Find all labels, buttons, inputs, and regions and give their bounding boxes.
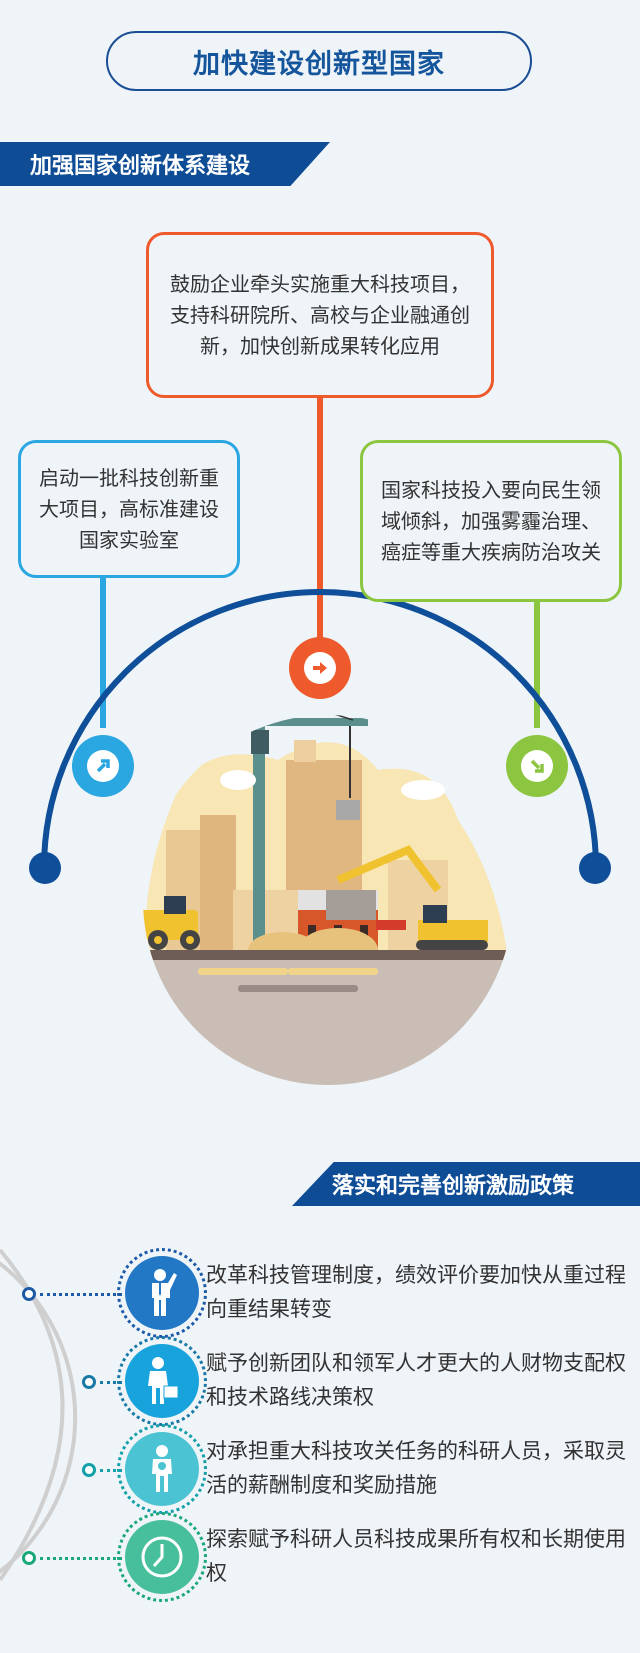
section-banner-label: 加强国家创新体系建设 (30, 154, 251, 179)
arc-endpoint-left (29, 852, 61, 884)
semicircle-arc (41, 589, 599, 869)
page-title-pill: 加快建设创新型国家 (106, 31, 532, 91)
connector-center (317, 398, 323, 648)
icon-ring (117, 1424, 207, 1514)
section-banner-incentive-policy: 落实和完善创新激励政策 (292, 1162, 640, 1206)
person-waving-icon (125, 1256, 199, 1330)
node-center (289, 637, 351, 699)
measure-box-lab: 启动一批科技创新重大项目，高标准建设国家实验室 (18, 440, 240, 578)
clock-icon (125, 1520, 199, 1594)
timeline-dot (82, 1375, 96, 1389)
section-banner-label: 落实和完善创新激励政策 (332, 1174, 575, 1199)
icon-ring (117, 1512, 207, 1602)
person-briefcase-icon (125, 1344, 199, 1418)
icon-ring (117, 1336, 207, 1426)
dotted-connector (40, 1557, 122, 1560)
timeline-dot (22, 1287, 36, 1301)
measure-text: 鼓励企业牵头实施重大科技项目，支持科研院所、高校与企业融通创新，加快创新成果转化… (170, 271, 470, 358)
node-right (506, 735, 568, 797)
policy-text: 赋予创新团队和领军人才更大的人财物支配权和技术路线决策权 (206, 1351, 626, 1409)
policy-text: 改革科技管理制度，绩效评价要加快从重过程向重结果转变 (206, 1263, 626, 1321)
policy-text: 探索赋予科研人员科技成果所有权和长期使用权 (206, 1527, 626, 1585)
page-title: 加快建设创新型国家 (193, 48, 445, 80)
measure-text: 启动一批科技创新重大项目，高标准建设国家实验室 (39, 465, 219, 552)
arrow-down-right-icon (530, 759, 544, 773)
connector-right (534, 602, 540, 728)
policy-text: 对承担重大科技攻关任务的科研人员，采取灵活的薪酬制度和奖励措施 (206, 1439, 626, 1497)
timeline-dot (22, 1551, 36, 1565)
timeline-dot (82, 1463, 96, 1477)
icon-ring (117, 1248, 207, 1338)
measure-text: 国家科技投入要向民生领域倾斜，加强雾霾治理、癌症等重大疾病防治攻关 (381, 477, 601, 564)
dotted-connector (40, 1293, 122, 1296)
connector-left (100, 578, 106, 728)
person-idea-icon (125, 1432, 199, 1506)
arrow-up-right-icon (96, 759, 110, 773)
node-left (72, 735, 134, 797)
dotted-connector (100, 1469, 122, 1472)
dotted-connector (100, 1381, 122, 1384)
section-banner-innovation-system: 加强国家创新体系建设 (0, 142, 330, 186)
arc-endpoint-right (579, 852, 611, 884)
arrow-right-icon (313, 662, 327, 674)
measure-box-livelihood: 国家科技投入要向民生领域倾斜，加强雾霾治理、癌症等重大疾病防治攻关 (360, 440, 622, 602)
construction-site-illustration (143, 715, 513, 1085)
measure-box-enterprise: 鼓励企业牵头实施重大科技项目，支持科研院所、高校与企业融通创新，加快创新成果转化… (146, 232, 494, 398)
arc-diagram (41, 398, 599, 869)
